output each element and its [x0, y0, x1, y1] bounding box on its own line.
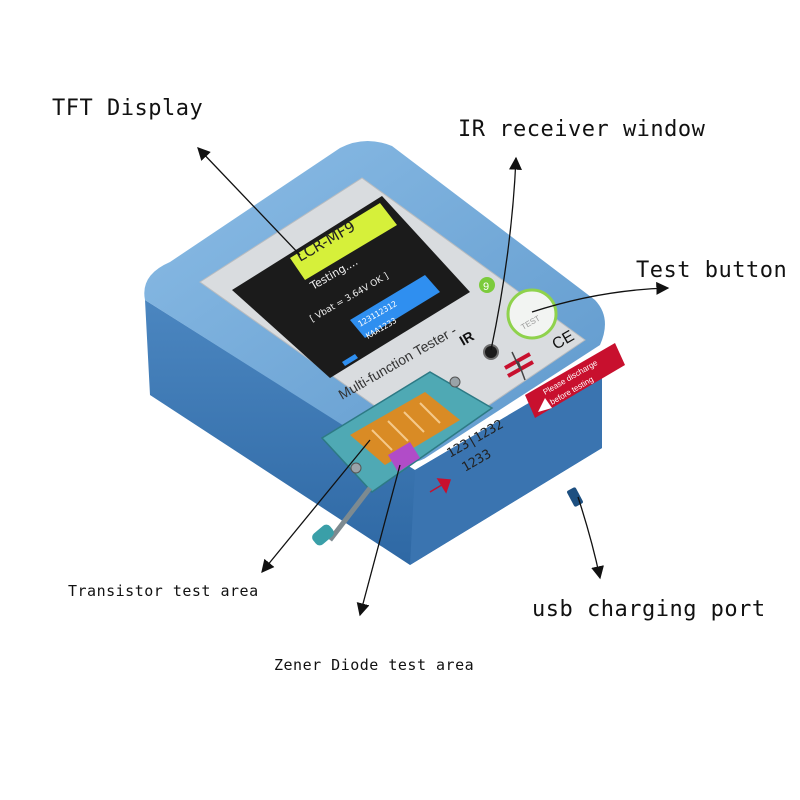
tft-display-arrow [197, 147, 301, 256]
ir-window [483, 344, 499, 360]
test-button-label-callout: Test button [636, 258, 788, 283]
case-right-side [410, 360, 602, 565]
socket-screw [350, 462, 362, 474]
screen-pin-box [350, 275, 440, 338]
warning-label [525, 343, 625, 418]
usb-port-label: usb charging port [532, 597, 766, 622]
diode-symbol-icon [429, 478, 452, 494]
zener-socket [388, 442, 420, 472]
test-button[interactable] [506, 288, 558, 340]
tft-display-label: TFT Display [52, 96, 204, 121]
screen-bezel [232, 196, 470, 378]
socket-lever-handle[interactable] [310, 523, 336, 548]
ir-receiver-label: IR receiver window [458, 117, 706, 142]
warning-triangle-icon [538, 398, 552, 412]
brand-badge [479, 277, 495, 293]
ir-receiver-arrow [490, 156, 522, 351]
zener-area-arrow [356, 464, 401, 617]
socket-contacts [350, 392, 460, 465]
brand-number: 9 [483, 281, 489, 293]
transistor-area-label: Transistor test area [68, 582, 259, 600]
screen-header [290, 203, 397, 280]
zener-area-label: Zener Diode test area [274, 656, 475, 674]
socket-lever[interactable] [328, 486, 372, 542]
test-button-arrow [531, 281, 670, 313]
usb-port-arrow [577, 496, 604, 580]
usb-port [567, 487, 583, 507]
screen-progress [342, 354, 358, 366]
ir-label: IR [457, 328, 477, 349]
transistor-area-arrow [261, 439, 371, 574]
socket-screw-2 [449, 376, 461, 388]
